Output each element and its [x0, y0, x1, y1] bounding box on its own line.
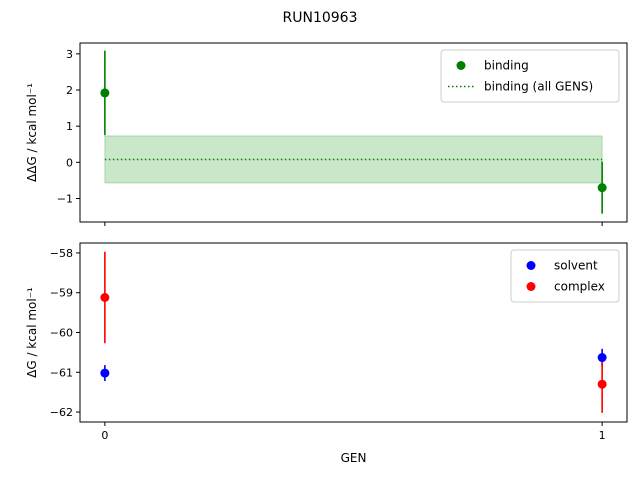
- top-y-tick-label: 3: [66, 48, 73, 61]
- top-legend-label: binding: [484, 59, 529, 73]
- bottom-point-layer: [100, 292, 607, 389]
- top-data-point: [597, 183, 607, 193]
- bottom-legend-label: complex: [554, 280, 605, 294]
- bottom-legend: solvent complex: [510, 249, 620, 303]
- top-y-tick-label: 0: [66, 156, 73, 169]
- top-legend-frame: [440, 49, 620, 103]
- top-x-ticks: [104, 222, 603, 226]
- top-point-layer: [100, 88, 607, 193]
- top-legend-point-marker: [456, 61, 466, 70]
- bottom-y-tick-label: −59: [50, 287, 73, 300]
- bottom-x-axis-label: GEN: [341, 451, 367, 465]
- top-y-tick-label: 1: [66, 120, 73, 133]
- bottom-legend-frame: [510, 249, 620, 303]
- top-y-ticks: 3 2 1 0 −1: [57, 48, 80, 205]
- bottom-data-point: [597, 353, 607, 363]
- bottom-x-tick-label: 1: [599, 429, 606, 442]
- bottom-legend-label: solvent: [554, 259, 598, 273]
- bottom-x-tick-label: 0: [101, 429, 108, 442]
- top-y-tick-label: 2: [66, 84, 73, 97]
- bottom-data-point: [100, 368, 110, 378]
- top-legend-label: binding (all GENS): [484, 80, 593, 94]
- bottom-y-tick-label: −60: [50, 327, 73, 340]
- bottom-y-axis-label: ΔG / kcal mol⁻¹: [25, 287, 39, 378]
- top-legend: binding binding (all GENS): [440, 49, 620, 103]
- bottom-y-tick-label: −61: [50, 366, 73, 379]
- bottom-data-point: [597, 379, 607, 389]
- top-y-axis-label: ΔΔG / kcal mol⁻¹: [25, 83, 39, 182]
- bottom-y-tick-label: −58: [50, 247, 73, 260]
- bottom-y-tick-label: −62: [50, 406, 73, 419]
- top-panel: 3 2 1 0 −1 ΔΔG / kcal mol⁻¹ binding binding (…: [25, 42, 628, 226]
- bottom-legend-point-marker: [526, 282, 536, 291]
- figure-title: RUN10963: [283, 10, 358, 26]
- bottom-legend-point-marker: [526, 261, 536, 270]
- bottom-y-ticks: −58 −59 −60 −61 −62: [50, 247, 80, 419]
- top-y-tick-label: −1: [57, 192, 73, 205]
- top-data-point: [100, 88, 110, 98]
- top-axes-frame: [79, 42, 628, 223]
- bottom-data-point: [100, 292, 110, 302]
